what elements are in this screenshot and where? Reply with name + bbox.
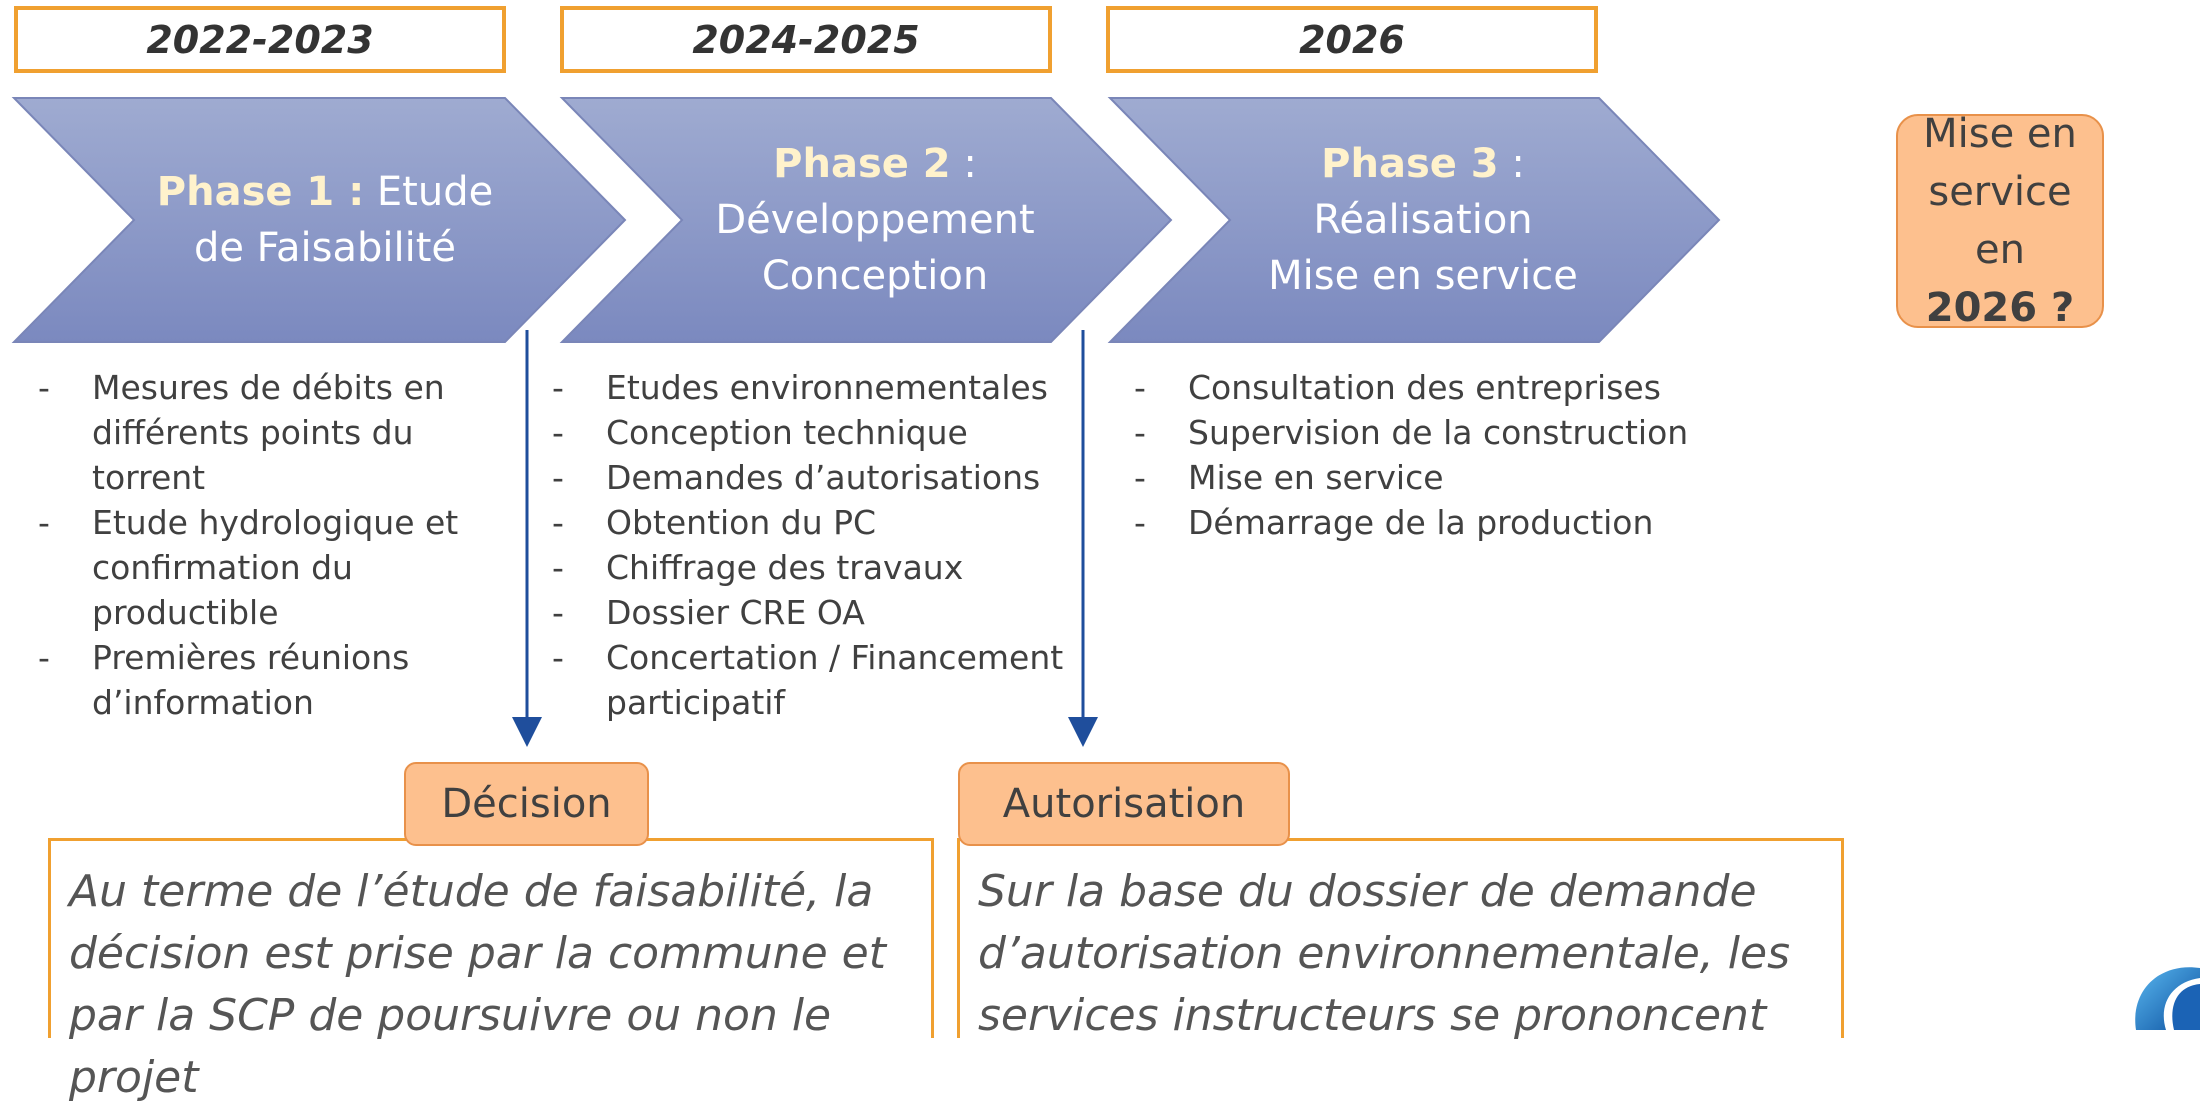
list-item: Démarrage de la production bbox=[1126, 500, 1766, 545]
phase-3-label: Phase 3 : Réalisation Mise en service bbox=[1228, 110, 1618, 330]
year-box-3: 2026 bbox=[1106, 6, 1598, 73]
phase-3-chevron bbox=[1107, 97, 1721, 343]
autorisation-tag: Autorisation bbox=[958, 762, 1290, 846]
year-box-1: 2022-2023 bbox=[14, 6, 506, 73]
decision-tag: Décision bbox=[404, 762, 649, 846]
list-item: Consultation des entreprises bbox=[1126, 365, 1766, 410]
autorisation-note-text: Sur la base du dossier de demande d’auto… bbox=[978, 866, 1791, 1041]
phase-1-line2: de Faisabilité bbox=[193, 225, 457, 271]
list-item: Etude hydrologique et confirmation du pr… bbox=[30, 500, 500, 635]
decision-note: Au terme de l’étude de faisabilité, la d… bbox=[48, 838, 934, 1103]
year-label: 2022-2023 bbox=[146, 17, 374, 62]
list-item: Supervision de la construction bbox=[1126, 410, 1766, 455]
decision-note-text: Au terme de l’étude de faisabilité, la d… bbox=[69, 866, 886, 1103]
year-label: 2024-2025 bbox=[692, 17, 920, 62]
phase-2-label: Phase 2 : Développement Conception bbox=[680, 110, 1070, 330]
list-item: Etudes environnementales bbox=[544, 365, 1084, 410]
autorisation-note: Sur la base du dossier de demande d’auto… bbox=[957, 838, 1844, 1041]
list-item: Chiffrage des travaux bbox=[544, 545, 1084, 590]
logo-swoosh-inner bbox=[2172, 984, 2200, 1030]
list-item: Conception technique bbox=[544, 410, 1084, 455]
phase-2-title: Phase 2 bbox=[773, 141, 951, 187]
phase-1-title-rest: Etude bbox=[364, 169, 494, 215]
list-item: Dossier CRE OA bbox=[544, 590, 1084, 635]
phase-2-line3: Conception bbox=[761, 253, 989, 299]
phase-1-tasks: Mesures de débits en différents points d… bbox=[30, 365, 500, 725]
list-item: Obtention du PC bbox=[544, 500, 1084, 545]
phase-2-chevron bbox=[559, 97, 1173, 343]
commissioning-year: 2026 ? bbox=[1925, 285, 2075, 331]
logo-swoosh bbox=[2135, 967, 2200, 1030]
year-box-2: 2024-2025 bbox=[560, 6, 1052, 73]
phase-3-line3: Mise en service bbox=[1268, 253, 1578, 299]
list-item: Premières réunions d’information bbox=[30, 635, 500, 725]
commissioning-line1: Mise en bbox=[1923, 111, 2077, 157]
phase-1-title: Phase 1 : bbox=[156, 169, 365, 215]
company-logo bbox=[2135, 967, 2200, 1030]
list-item: Mesures de débits en différents points d… bbox=[30, 365, 500, 500]
decision-label: Décision bbox=[441, 781, 612, 827]
phase-1-chevron bbox=[11, 97, 627, 343]
list-item: Concertation / Financement participatif bbox=[544, 635, 1084, 725]
phase-chevrons bbox=[11, 97, 1721, 747]
autorisation-label: Autorisation bbox=[1002, 781, 1246, 827]
phase-2-tasks: Etudes environnementales Conception tech… bbox=[544, 365, 1084, 725]
year-label: 2026 bbox=[1299, 17, 1405, 62]
phase-3-line2: Réalisation bbox=[1313, 197, 1533, 243]
phase-2-line2: Développement bbox=[715, 197, 1035, 243]
phase-3-title: Phase 3 bbox=[1321, 141, 1499, 187]
phase-3-tasks: Consultation des entreprises Supervision… bbox=[1126, 365, 1766, 545]
commissioning-line2: service en bbox=[1928, 169, 2072, 273]
phase-3-title-rest: : bbox=[1498, 141, 1525, 187]
list-item: Demandes d’autorisations bbox=[544, 455, 1084, 500]
phase-2-title-rest: : bbox=[950, 141, 977, 187]
phase-1-label: Phase 1 : Etude de Faisabilité bbox=[130, 110, 520, 330]
commissioning-box: Mise en service en 2026 ? bbox=[1896, 111, 2104, 331]
list-item: Mise en service bbox=[1126, 455, 1766, 500]
